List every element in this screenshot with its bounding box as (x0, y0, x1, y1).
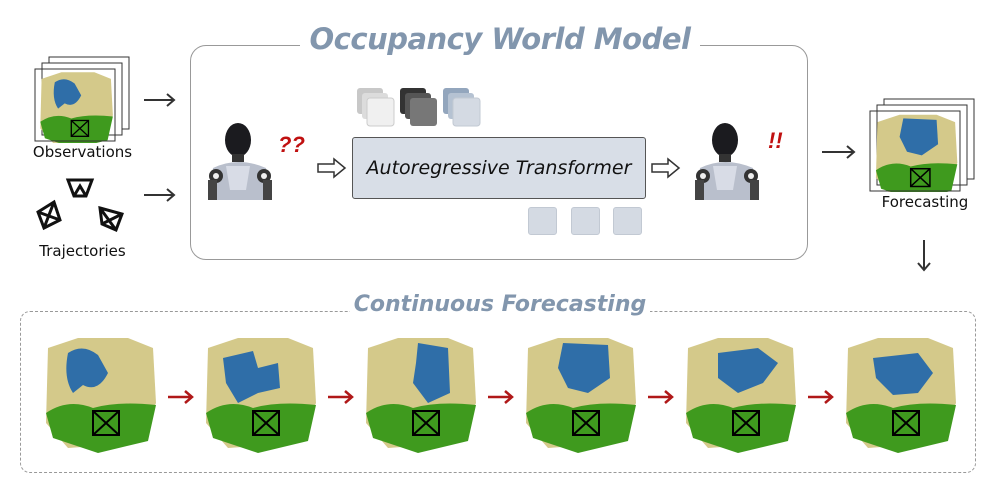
camera-frustum-icon (572, 410, 600, 436)
robot-icon (695, 123, 759, 200)
input-arrows (144, 93, 176, 202)
hollow-arrow-icon (317, 157, 347, 179)
camera-frustum-icon (892, 410, 920, 436)
camera-frustum-icon (732, 410, 760, 436)
arrow-icon (144, 188, 176, 202)
forecast-sequence (46, 338, 956, 453)
red-arrow-icon (648, 390, 674, 404)
voxel-obstacle (899, 118, 939, 156)
continuous-forecasting-title: Continuous Forecasting (350, 292, 650, 317)
forecast-frame (526, 338, 636, 453)
question-marks: ?? (278, 132, 305, 157)
trajectories-label: Trajectories (39, 242, 126, 260)
hollow-arrow-icon (651, 157, 681, 179)
observations-stack (34, 56, 130, 143)
trajectories-icon (36, 178, 124, 232)
output-token (571, 207, 600, 235)
camera-frustum-icon (909, 167, 931, 188)
voxel-obstacle (558, 343, 610, 393)
voxel-obstacle (873, 353, 933, 395)
red-arrow-icon (808, 390, 834, 404)
autoregressive-transformer-box: Autoregressive Transformer (352, 137, 646, 199)
voxel-ground (40, 115, 113, 143)
voxel-obstacle (413, 343, 450, 403)
voxel-obstacle (66, 348, 108, 393)
camera-frustum-icon (92, 410, 120, 436)
forecast-frame (846, 338, 956, 453)
arrow-icon (144, 93, 176, 107)
camera-frustum-icon (412, 410, 440, 436)
red-arrow-icon (168, 390, 194, 404)
model-title: Occupancy World Model (300, 22, 700, 56)
forecasting-label: Forecasting (881, 193, 969, 211)
voxel-obstacle (53, 79, 82, 109)
observations-label: Observations (32, 143, 133, 161)
voxel-obstacle (718, 348, 778, 393)
camera-frustum-icon (70, 119, 90, 137)
red-arrow-icon (328, 390, 354, 404)
camera-frustum-icon (252, 410, 280, 436)
red-arrow-icon (488, 390, 514, 404)
forecast-frame (366, 338, 476, 453)
voxel-obstacle (223, 351, 280, 403)
arrow-icon (822, 145, 856, 159)
output-token (613, 207, 642, 235)
exclamation-marks: !! (768, 128, 783, 153)
forecast-frame (686, 338, 796, 453)
forecast-frame (46, 338, 156, 453)
output-token (528, 207, 557, 235)
down-arrow-icon (917, 240, 931, 272)
voxel-ground (875, 163, 958, 192)
robot-icon (208, 123, 272, 200)
forecasting-stack (869, 98, 975, 192)
forecast-frame (206, 338, 316, 453)
token-stacks (357, 88, 481, 127)
